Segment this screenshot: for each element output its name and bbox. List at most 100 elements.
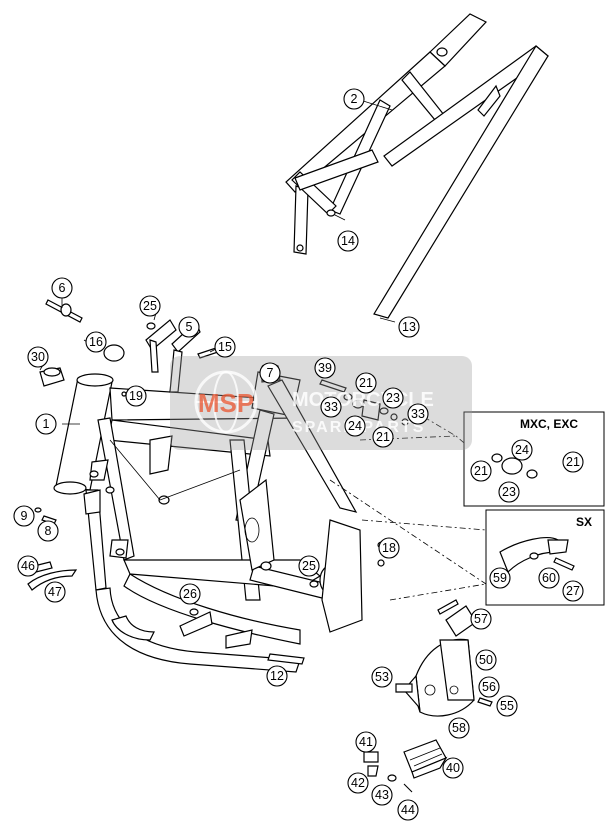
callout-1: 1 — [35, 413, 57, 435]
svg-text:24: 24 — [515, 443, 529, 457]
svg-text:23: 23 — [502, 485, 516, 499]
inset-mxc-exc-title: MXC, EXC — [520, 417, 578, 431]
svg-text:14: 14 — [341, 234, 355, 248]
hardware-parts — [27, 299, 409, 665]
svg-text:60: 60 — [542, 571, 556, 585]
callout-19: 19 — [125, 385, 147, 407]
callout-53: 53 — [371, 666, 393, 688]
callout-40: 40 — [442, 757, 464, 779]
callout-9: 9 — [13, 505, 35, 527]
callout-59: 59 — [489, 567, 511, 589]
svg-text:27: 27 — [566, 584, 580, 598]
callout-27: 27 — [562, 580, 584, 602]
callout-42: 42 — [347, 772, 369, 794]
svg-text:30: 30 — [31, 350, 45, 364]
svg-text:18: 18 — [382, 541, 396, 555]
svg-text:5: 5 — [186, 320, 193, 334]
svg-text:19: 19 — [129, 389, 143, 403]
svg-text:59: 59 — [493, 571, 507, 585]
watermark-logo: MSP — [198, 388, 254, 418]
callout-58: 58 — [448, 717, 470, 739]
callout-16: 16 — [85, 331, 107, 353]
svg-text:50: 50 — [479, 653, 493, 667]
svg-text:8: 8 — [45, 524, 52, 538]
subframe-drawing — [285, 13, 549, 323]
callout-21-top: 21 — [355, 372, 377, 394]
callout-24-top: 24 — [344, 415, 366, 437]
callout-33-left: 33 — [320, 396, 342, 418]
svg-text:23: 23 — [386, 391, 400, 405]
callout-44: 44 — [397, 799, 419, 821]
svg-text:21: 21 — [474, 464, 488, 478]
svg-text:7: 7 — [267, 366, 274, 380]
svg-text:42: 42 — [351, 776, 365, 790]
svg-text:43: 43 — [375, 788, 389, 802]
svg-text:26: 26 — [183, 587, 197, 601]
callout-21-mid: 21 — [372, 426, 394, 448]
svg-text:58: 58 — [452, 721, 466, 735]
callout-6: 6 — [51, 277, 73, 299]
callout-21-inset-right: 21 — [562, 451, 584, 473]
callout-26: 26 — [179, 583, 201, 605]
callouts: 2 14 13 6 25 5 16 15 30 7 19 39 21 33 23… — [13, 88, 584, 821]
callout-60: 60 — [538, 567, 560, 589]
callout-15: 15 — [214, 336, 236, 358]
callout-23-inset: 23 — [498, 481, 520, 503]
callout-13: 13 — [398, 316, 420, 338]
callout-12: 12 — [266, 665, 288, 687]
svg-text:9: 9 — [21, 509, 28, 523]
svg-text:33: 33 — [324, 400, 338, 414]
callout-57: 57 — [470, 608, 492, 630]
svg-text:15: 15 — [218, 340, 232, 354]
main-frame-drawing — [53, 371, 363, 673]
callout-2: 2 — [343, 88, 365, 110]
svg-text:6: 6 — [59, 281, 66, 295]
svg-text:1: 1 — [43, 417, 50, 431]
callout-47: 47 — [44, 581, 66, 603]
svg-text:57: 57 — [474, 612, 488, 626]
callout-50: 50 — [475, 649, 497, 671]
callout-5: 5 — [178, 316, 200, 338]
callout-24-inset: 24 — [511, 439, 533, 461]
svg-text:24: 24 — [348, 419, 362, 433]
callout-14: 14 — [337, 230, 359, 252]
svg-text:21: 21 — [376, 430, 390, 444]
callout-33-right: 33 — [407, 403, 429, 425]
inset-sx-title: SX — [576, 515, 592, 529]
svg-text:39: 39 — [318, 361, 332, 375]
callout-23-top: 23 — [382, 387, 404, 409]
callout-7: 7 — [259, 362, 281, 384]
svg-text:44: 44 — [401, 803, 415, 817]
svg-text:47: 47 — [48, 585, 62, 599]
callout-25-lower: 25 — [298, 555, 320, 577]
svg-text:12: 12 — [270, 669, 284, 683]
svg-text:40: 40 — [446, 761, 460, 775]
svg-text:55: 55 — [500, 699, 514, 713]
callout-21-inset-left: 21 — [470, 460, 492, 482]
callout-46: 46 — [17, 555, 39, 577]
svg-text:56: 56 — [482, 680, 496, 694]
callout-55: 55 — [496, 695, 518, 717]
svg-text:25: 25 — [143, 299, 157, 313]
svg-text:21: 21 — [359, 376, 373, 390]
callout-8: 8 — [37, 520, 59, 542]
svg-text:16: 16 — [89, 335, 103, 349]
inset-sx: SX — [485, 509, 605, 606]
svg-text:41: 41 — [359, 735, 373, 749]
callout-56: 56 — [478, 676, 500, 698]
svg-text:13: 13 — [402, 320, 416, 334]
svg-text:33: 33 — [411, 407, 425, 421]
callout-18: 18 — [378, 537, 400, 559]
guard-and-footpeg-drawing — [363, 599, 493, 793]
svg-text:2: 2 — [351, 92, 358, 106]
callout-25: 25 — [139, 295, 161, 317]
svg-text:53: 53 — [375, 670, 389, 684]
callout-41: 41 — [355, 731, 377, 753]
callout-39: 39 — [314, 357, 336, 379]
callout-30: 30 — [27, 346, 49, 368]
callout-43: 43 — [371, 784, 393, 806]
svg-text:21: 21 — [566, 455, 580, 469]
svg-text:25: 25 — [302, 559, 316, 573]
svg-text:46: 46 — [21, 559, 35, 573]
